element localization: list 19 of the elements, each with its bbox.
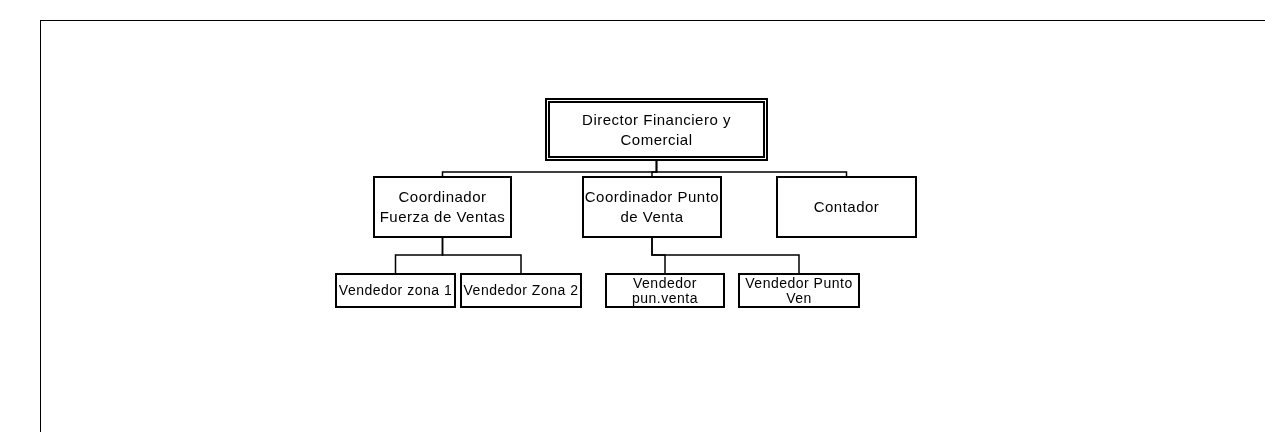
connector-line — [441, 237, 522, 274]
title-box — [545, 98, 768, 161]
role-label: Vendedor Zona 2 — [463, 283, 579, 298]
role-label: Vendedor zona 1 — [338, 283, 453, 298]
role-label: Director Financiero y Comercial — [581, 109, 732, 150]
role-label: Vendedor pun.venta — [631, 275, 699, 306]
role-box — [605, 273, 725, 308]
role-label: Contador — [813, 197, 880, 217]
connector-line — [655, 160, 848, 177]
role-box — [738, 273, 860, 308]
role-box — [335, 273, 456, 308]
role-label: Vendedor Punto Ven — [744, 275, 854, 306]
role-label: Coordinador Punto de Venta — [584, 187, 720, 227]
role-box — [373, 176, 512, 238]
role-label: Coordinador Fuerza de Ventas — [378, 187, 507, 227]
role-box — [582, 176, 722, 238]
connector-line — [651, 237, 800, 274]
role-box — [776, 176, 917, 238]
role-box — [460, 273, 582, 308]
